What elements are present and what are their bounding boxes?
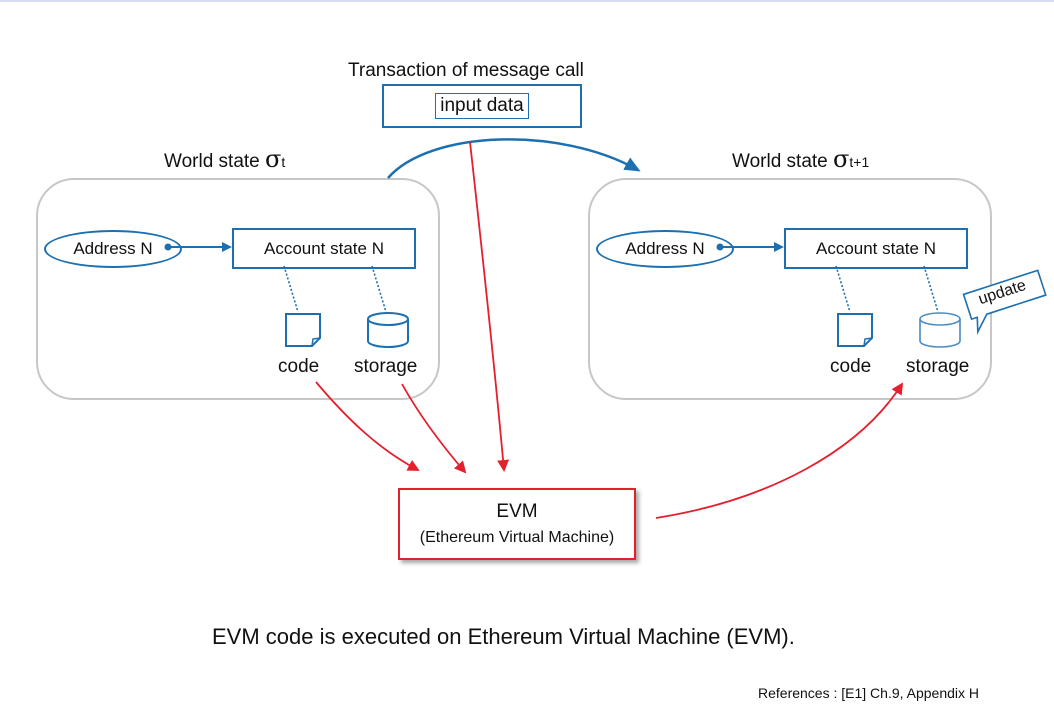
code-label-t: code [278, 356, 320, 377]
address-n-ellipse-t: Address N [44, 230, 182, 268]
account-state-label-t: Account state N [263, 238, 384, 258]
sigma-t-symbol: σ [265, 145, 282, 173]
world-state-t-label: World state [164, 151, 260, 172]
address-n-ellipse-t1: Address N [596, 230, 734, 268]
account-state-box-t1: Account state N [784, 228, 968, 269]
address-n-label-t1: Address N [625, 239, 705, 258]
references: References : [E1] Ch.9, Appendix H [758, 685, 980, 701]
evm-to-storage-arrow [655, 382, 904, 519]
world-state-t-title: World state σt [164, 145, 285, 173]
account-state-label-t1: Account state N [815, 238, 936, 258]
top-border [0, 0, 1054, 2]
transaction-box: input data [382, 84, 582, 128]
world-state-t1-label: World state [732, 151, 828, 172]
account-state-box-t: Account state N [232, 228, 416, 269]
input-data-to-evm-arrow [469, 141, 510, 472]
address-n-label-t: Address N [73, 239, 153, 258]
caption: EVM code is executed on Ethereum Virtual… [212, 624, 795, 649]
evm-subtitle: (Ethereum Virtual Machine) [419, 529, 615, 546]
storage-label-t1: storage [906, 356, 970, 377]
evm-title: EVM [496, 501, 538, 522]
storage-label-t: storage [354, 356, 418, 377]
sigma-t1-subscript: t+1 [849, 154, 870, 170]
evm-box: EVM (Ethereum Virtual Machine) [398, 488, 636, 560]
sigma-t1-symbol: σ [833, 145, 850, 173]
code-label-t1: code [830, 356, 872, 377]
transaction-title: Transaction of message call [348, 60, 584, 81]
input-data-label: input data [435, 93, 529, 119]
world-state-t1-title: World state σt+1 [732, 145, 869, 173]
state-transition-arrow [387, 138, 641, 179]
sigma-t-subscript: t [281, 154, 286, 170]
